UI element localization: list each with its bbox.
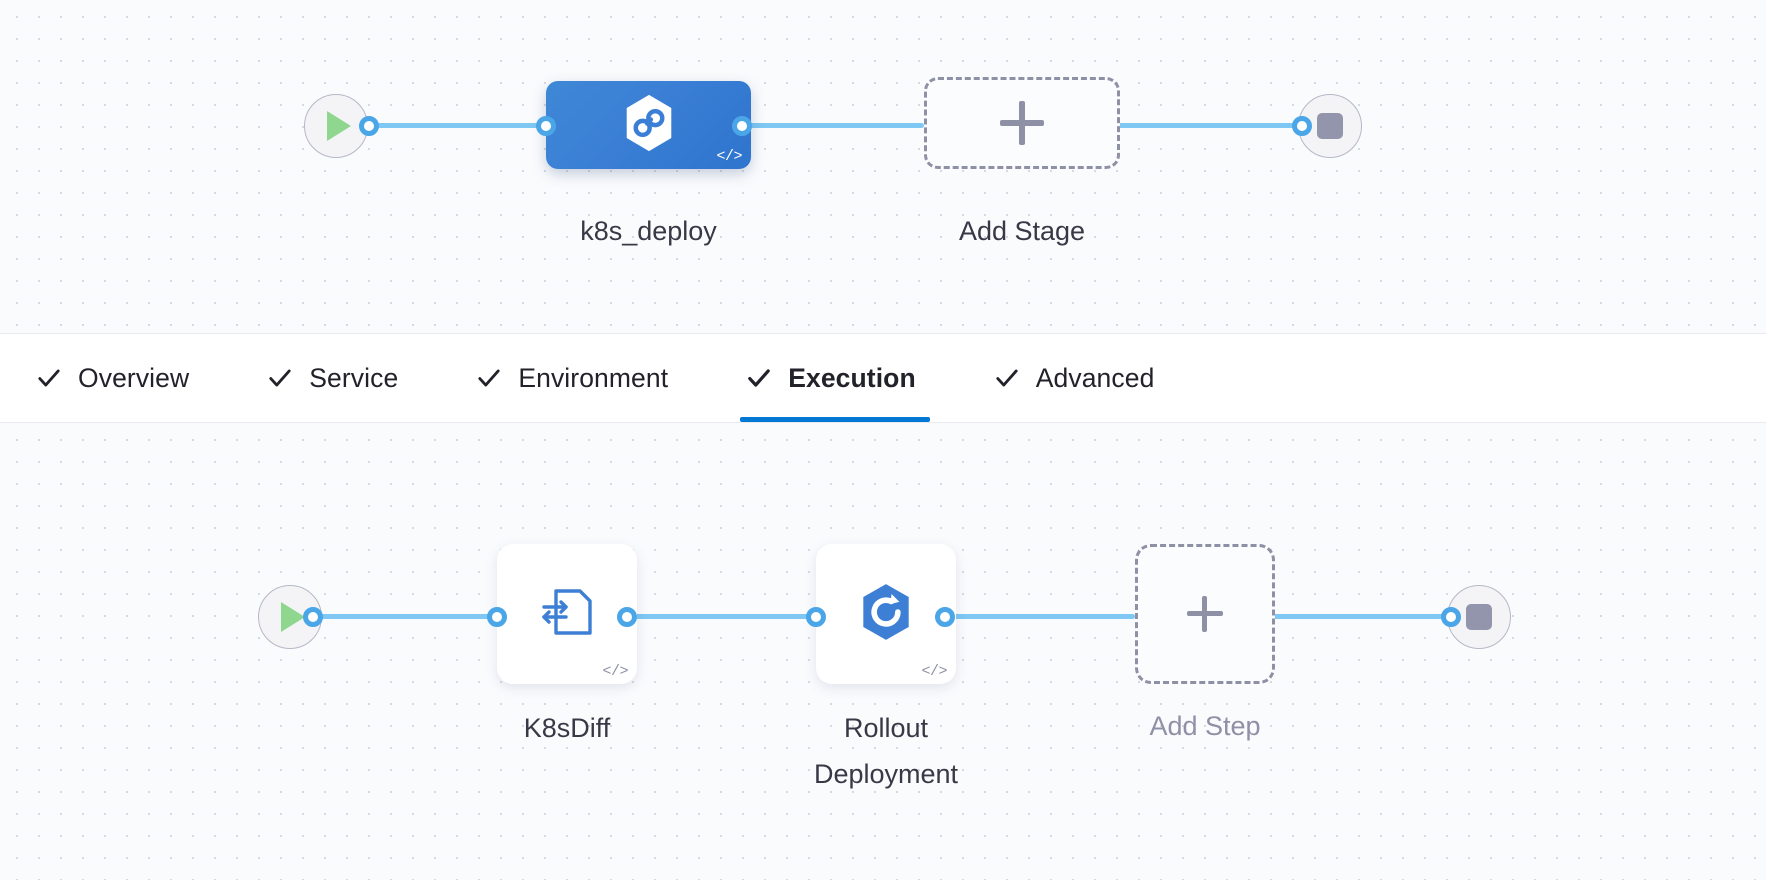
check-icon [38, 369, 60, 387]
add-step-button[interactable] [1135, 544, 1275, 684]
play-icon [281, 602, 305, 632]
tab-environment-label: Environment [518, 362, 669, 393]
stage-config-tabbar: Overview Service Environment Execution A [0, 334, 1766, 422]
plus-icon [1000, 101, 1044, 145]
execution-graph-canvas[interactable]: </> K8sDiff </> Rollout Deployment [0, 422, 1766, 880]
check-icon [748, 369, 771, 387]
tab-overview[interactable]: Overview [30, 334, 225, 422]
tab-advanced[interactable]: Advanced [988, 334, 1191, 422]
check-icon [996, 369, 1018, 387]
stage-connector-start-to-k8sdeploy [336, 123, 566, 128]
tab-overview-label: Overview [78, 362, 190, 393]
execution-flow: </> K8sDiff </> Rollout Deployment [0, 423, 1766, 880]
step-node-k8sdiff[interactable]: </> [497, 544, 637, 684]
stage-node-k8s-deploy-output-port[interactable] [732, 116, 752, 136]
execution-start-output-port[interactable] [303, 607, 323, 627]
add-stage-label: Add Stage [958, 216, 1086, 246]
step-node-rollout-output-port[interactable] [935, 607, 955, 627]
tab-advanced-label: Advanced [1035, 362, 1155, 393]
play-icon [327, 111, 351, 141]
step-node-rollout-input-port[interactable] [806, 607, 826, 627]
stage-start-output-port[interactable] [359, 116, 379, 136]
add-step-label: Add Step [1149, 711, 1261, 741]
step-node-k8sdiff-label: K8sDiff [523, 713, 611, 743]
stage-node-k8s-deploy-input-port[interactable] [536, 116, 556, 136]
tab-environment[interactable]: Environment [470, 334, 704, 422]
tab-execution[interactable]: Execution [740, 334, 952, 422]
code-badge-icon[interactable]: </> [602, 663, 628, 680]
step-node-rollout-deployment[interactable]: </> [816, 544, 956, 684]
stage-node-k8s-deploy-label: k8s_deploy [580, 216, 717, 246]
tab-execution-label: Execution [788, 362, 916, 393]
code-badge-icon[interactable]: </> [716, 148, 742, 165]
step-connector-start-to-k8sdiff [298, 614, 510, 619]
stop-icon [1317, 113, 1343, 139]
tab-service[interactable]: Service [261, 334, 434, 422]
execution-end-input-port[interactable] [1441, 607, 1461, 627]
stop-icon [1466, 604, 1492, 630]
step-connector-rollout-to-addstep [945, 614, 1135, 619]
stage-end-node[interactable] [1298, 94, 1362, 158]
step-node-rollout-label: Rollout Deployment [813, 713, 959, 789]
plus-icon [1187, 596, 1223, 632]
step-connector-k8sdiff-to-rollout [627, 614, 816, 619]
rollout-hexagon-icon [853, 579, 919, 650]
add-stage-button[interactable] [924, 77, 1120, 169]
code-badge-icon[interactable]: </> [921, 663, 947, 680]
k8s-diff-document-icon [535, 580, 599, 649]
check-icon [269, 369, 291, 387]
step-node-k8sdiff-output-port[interactable] [617, 607, 637, 627]
stage-end-input-port[interactable] [1292, 116, 1312, 136]
tab-service-label: Service [309, 362, 399, 393]
stage-node-k8s-deploy[interactable]: </> [546, 81, 751, 169]
stage-connector-addstage-to-end [1115, 123, 1307, 128]
stage-flow: </> k8s_deploy Add Stage [0, 0, 1766, 333]
step-connector-addstep-to-end [1266, 614, 1456, 619]
stage-graph-canvas[interactable]: </> k8s_deploy Add Stage [0, 0, 1766, 334]
step-node-k8sdiff-input-port[interactable] [487, 607, 507, 627]
stage-start-node[interactable] [304, 94, 368, 158]
harness-cd-hexagon-icon [618, 92, 680, 159]
stage-connector-k8sdeploy-to-addstage [742, 123, 924, 128]
check-icon [478, 369, 500, 387]
